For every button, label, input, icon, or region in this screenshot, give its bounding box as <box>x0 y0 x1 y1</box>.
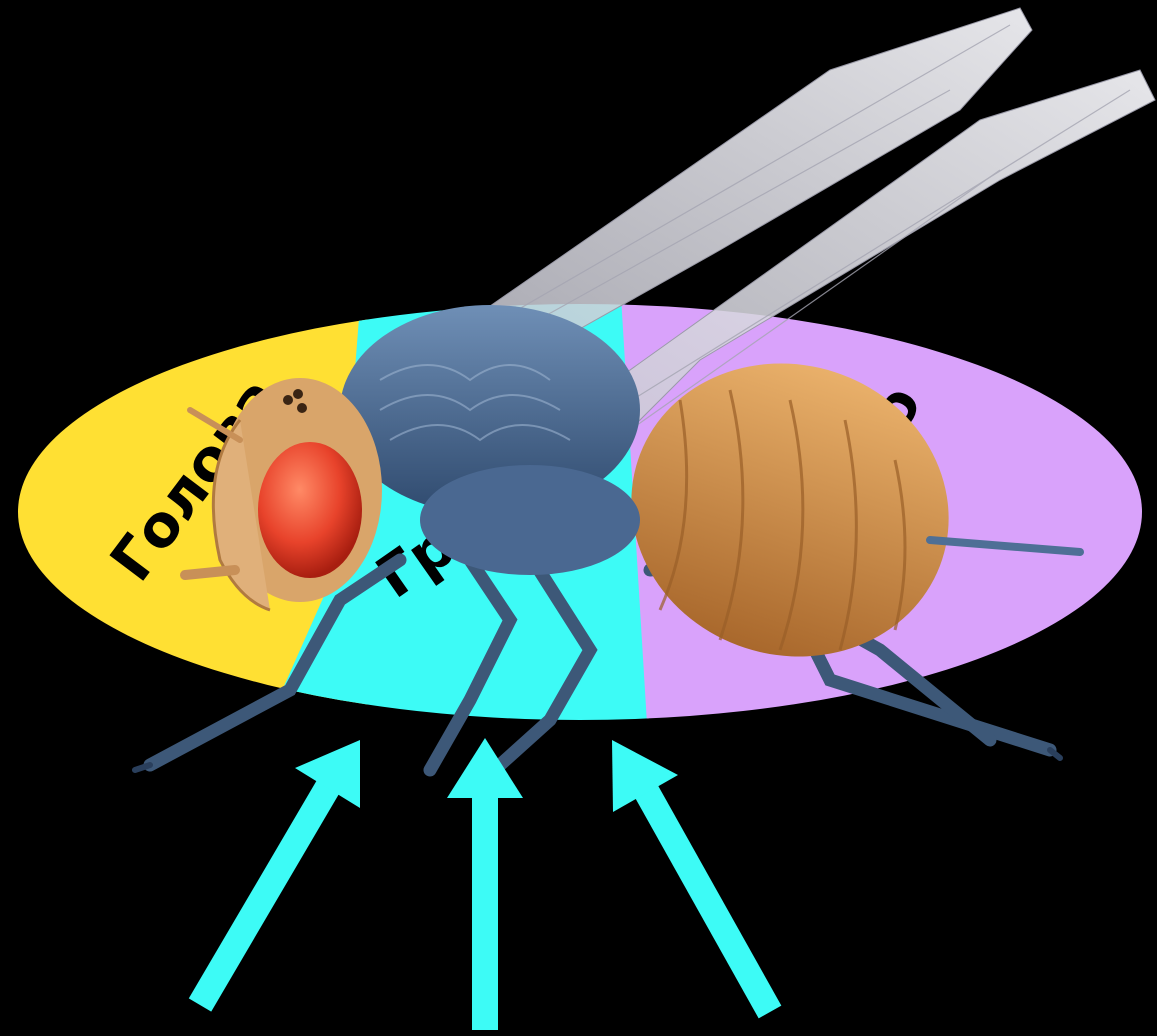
fly-eye <box>258 442 362 578</box>
arrow-up-icon <box>447 738 523 1030</box>
arrows <box>200 738 770 1030</box>
arrow-up-icon <box>612 740 770 1012</box>
arrow-up-icon <box>200 740 360 1005</box>
